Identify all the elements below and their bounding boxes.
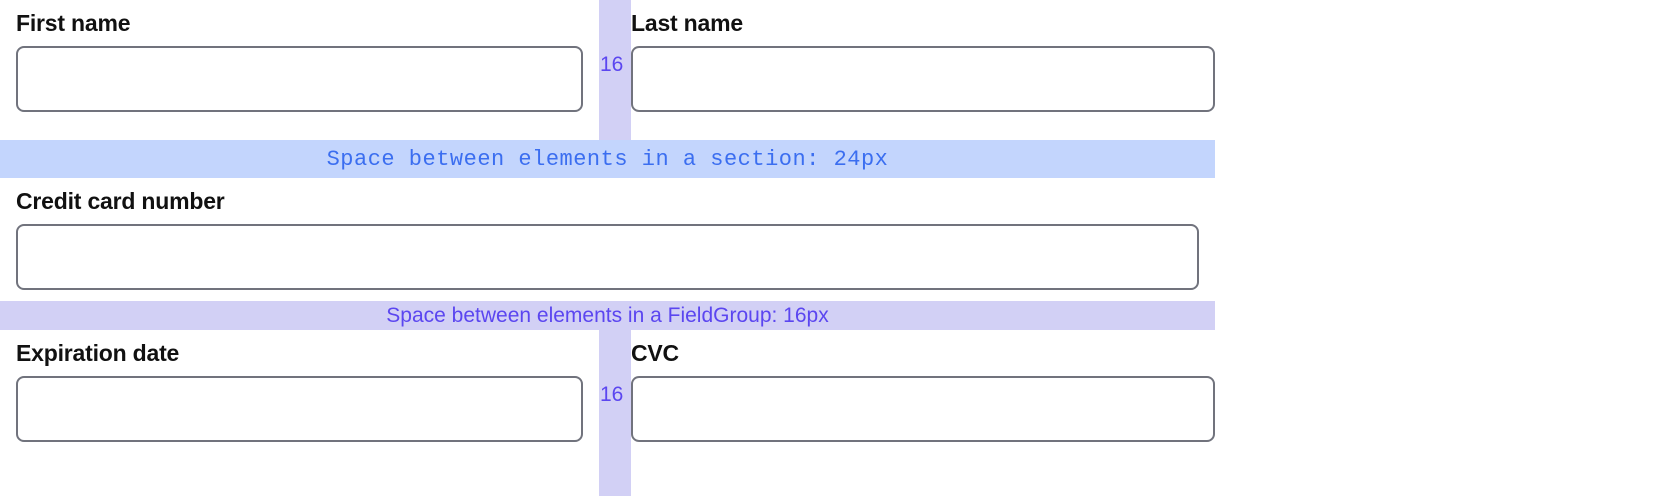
- first-name-field-group: First name: [0, 0, 599, 140]
- first-name-label: First name: [0, 0, 599, 46]
- credit-card-field-row: Credit card number: [0, 178, 1215, 300]
- name-field-row: First name 16 Last name: [0, 0, 1215, 140]
- gap-size-label: 16: [600, 383, 624, 406]
- last-name-field-group: Last name: [631, 0, 1215, 140]
- expiry-cvc-field-row: Expiration date 16 CVC: [0, 330, 1215, 496]
- fieldgroup-spacing-annotation-text: Space between elements in a FieldGroup: …: [386, 303, 829, 327]
- cvc-input[interactable]: [631, 376, 1215, 442]
- first-name-input[interactable]: [16, 46, 583, 112]
- credit-card-number-input[interactable]: [16, 224, 1199, 290]
- gap-size-label: 16: [600, 53, 624, 76]
- expiration-date-field-group: Expiration date: [0, 330, 599, 496]
- last-name-input[interactable]: [631, 46, 1215, 112]
- gap-column-expiry-row: 16: [599, 330, 631, 496]
- cvc-label: CVC: [631, 330, 1215, 376]
- fieldgroup-spacing-annotation-band: Space between elements in a FieldGroup: …: [0, 301, 1215, 330]
- expiration-date-input[interactable]: [16, 376, 583, 442]
- last-name-label: Last name: [631, 0, 1215, 46]
- cvc-field-group: CVC: [631, 330, 1215, 496]
- gap-column-name-row: 16: [599, 0, 631, 140]
- section-spacing-annotation-text: Space between elements in a section: 24p…: [326, 146, 889, 172]
- expiration-date-label: Expiration date: [0, 330, 599, 376]
- credit-card-number-label: Credit card number: [0, 178, 1215, 224]
- credit-card-field-group: Credit card number: [0, 178, 1215, 300]
- section-spacing-annotation-band: Space between elements in a section: 24p…: [0, 140, 1215, 178]
